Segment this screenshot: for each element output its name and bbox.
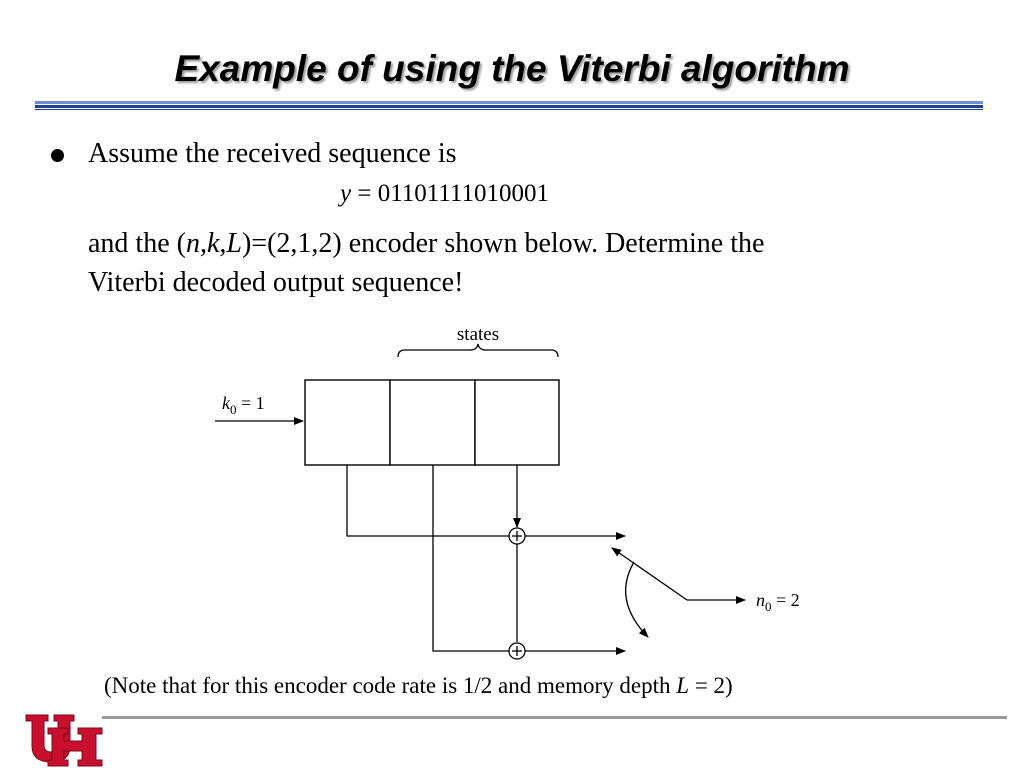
bullet-text-line-2: and the (n,k,L)=(2,1,2) encoder shown be…	[88, 228, 764, 260]
footnote-variable: L	[676, 673, 690, 698]
output-label-var: n	[756, 590, 765, 610]
footnote-suffix: = 2)	[689, 673, 733, 698]
input-label-rest: = 1	[237, 393, 265, 413]
shift-register-cell-state-1	[389, 379, 476, 466]
equation-value: 01101111010001	[377, 180, 550, 207]
received-sequence-equation: y = 01101111010001	[340, 180, 549, 208]
tap-wire-1	[346, 465, 509, 537]
commutator-arm	[611, 547, 688, 601]
line-2-suffix: )=(2,1,2) encoder shown below. Determine…	[241, 228, 765, 259]
bullet-text-line-3: Viterbi decoded output sequence!	[88, 267, 464, 298]
equation-variable: y	[340, 180, 352, 207]
line-2-params: n,k,L	[185, 228, 242, 259]
line-2-prefix: and the (	[88, 228, 186, 259]
bullet-dot	[51, 149, 64, 162]
adder-top	[508, 527, 526, 545]
input-label-sub: 0	[230, 402, 237, 417]
encoder-diagram: states k0 = 1	[215, 324, 800, 660]
title-divider	[35, 101, 983, 110]
commutator-arc-arrow	[625, 561, 649, 638]
output-label-rest: = 2	[772, 590, 800, 610]
bullet-text-line-1: Assume the received sequence is	[88, 138, 457, 169]
shift-register-cell-state-2	[474, 379, 560, 466]
shift-register-cell-input	[304, 379, 391, 466]
footnote: (Note that for this encoder code rate is…	[104, 673, 733, 699]
footer-divider	[102, 716, 1007, 719]
states-brace	[397, 343, 559, 358]
output-label-sub: 0	[765, 599, 772, 614]
footnote-prefix: (Note that for this encoder code rate is…	[104, 673, 677, 698]
input-label: k0 = 1	[222, 393, 265, 417]
university-logo	[25, 714, 103, 767]
adder-bottom	[508, 642, 526, 660]
slide-title: Example of using the Viterbi algorithm	[174, 48, 850, 89]
input-label-var: k	[222, 393, 231, 413]
states-label: states	[457, 324, 499, 345]
tap-wire-2	[432, 465, 509, 652]
output-label: n0 = 2	[756, 590, 800, 614]
equation-equals: =	[357, 180, 372, 207]
